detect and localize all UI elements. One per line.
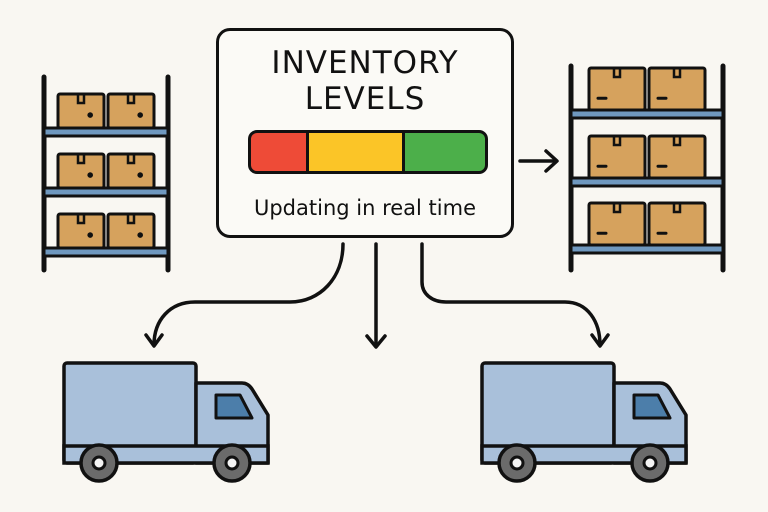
box-icon <box>56 212 106 250</box>
panel-title: INVENTORY LEVELS <box>219 45 511 117</box>
panel-subtitle: Updating in real time <box>253 196 477 220</box>
box-tape <box>672 68 682 79</box>
left-truck-icon <box>62 361 270 483</box>
wheel-hub <box>509 455 525 471</box>
shelf-plank <box>42 126 170 138</box>
box-label <box>137 232 143 238</box>
box-tape <box>126 94 136 105</box>
box-icon <box>56 152 106 190</box>
box-tape <box>672 203 682 214</box>
box-icon <box>106 212 156 250</box>
shelf-plank <box>569 108 725 120</box>
title-line-1: INVENTORY <box>271 45 459 81</box>
level-segment-medium <box>305 133 403 171</box>
wheel-hub <box>642 455 658 471</box>
truck-cab <box>612 381 688 465</box>
truck-window <box>214 393 254 420</box>
shelf-plank <box>569 243 725 255</box>
inventory-level-bar <box>248 130 488 174</box>
arrow-to-right-truck-icon <box>420 242 610 348</box>
left-shelf-icon <box>41 74 171 273</box>
box-label <box>137 112 143 118</box>
arrow-to-right-shelf-icon <box>518 149 559 173</box>
box-tape <box>612 203 622 214</box>
box-tape <box>612 68 622 79</box>
box-tape <box>76 214 86 225</box>
right-truck-icon <box>480 361 688 483</box>
box-tape <box>126 154 136 165</box>
level-segment-high <box>402 133 485 171</box>
level-segment-low <box>251 133 306 171</box>
box-tape <box>672 136 682 147</box>
shelf-plank <box>42 186 170 198</box>
box-icon <box>647 134 707 180</box>
arrow-to-left-truck-icon <box>144 242 345 348</box>
box-icon <box>647 66 707 112</box>
shelf-plank <box>569 176 725 188</box>
box-icon <box>56 92 106 130</box>
truck-cab <box>194 381 270 465</box>
title-line-2: LEVELS <box>304 81 426 117</box>
box-label <box>87 172 93 178</box>
box-label <box>87 112 93 118</box>
box-tape <box>76 154 86 165</box>
inventory-levels-panel: INVENTORY LEVELS Updating in real time <box>216 28 514 238</box>
shelf-plank <box>42 246 170 258</box>
box-icon <box>587 66 647 112</box>
wheel-hub <box>91 455 107 471</box>
box-icon <box>106 152 156 190</box>
arrow-to-center-icon <box>365 242 387 349</box>
box-tape <box>126 214 136 225</box>
box-icon <box>647 201 707 247</box>
box-tape <box>612 136 622 147</box>
right-shelf-icon <box>568 63 726 273</box>
box-icon <box>587 201 647 247</box>
box-icon <box>587 134 647 180</box>
box-label <box>137 172 143 178</box>
wheel-hub <box>224 455 240 471</box>
truck-window <box>632 393 672 420</box>
box-tape <box>76 94 86 105</box>
box-icon <box>106 92 156 130</box>
box-label <box>87 232 93 238</box>
